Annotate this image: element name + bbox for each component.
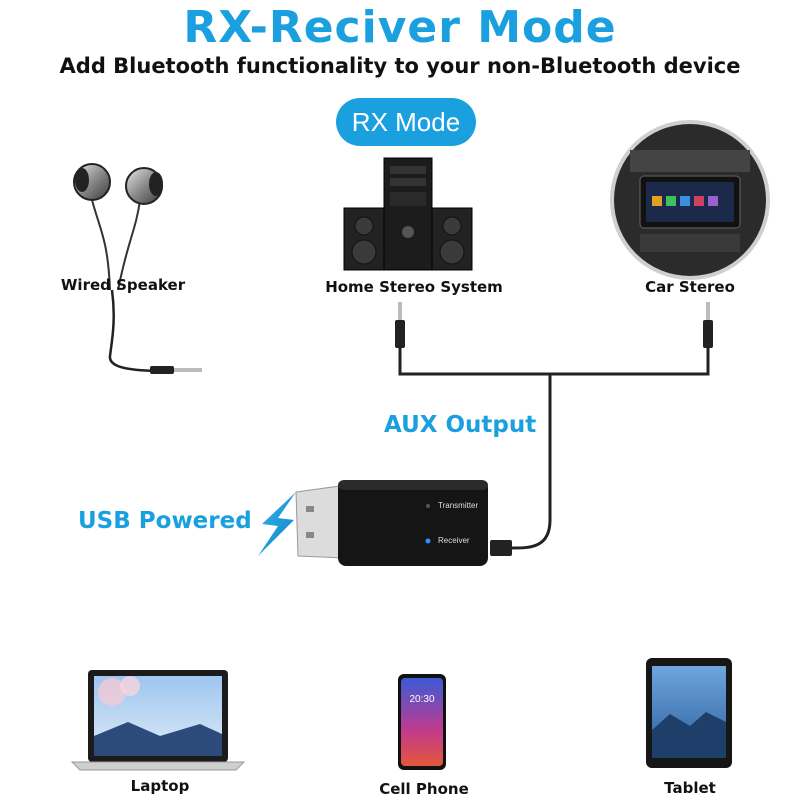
label-car-stereo: Car Stereo [645, 278, 735, 296]
car-stereo-icon [610, 120, 770, 280]
phone-icon [398, 674, 446, 770]
tablet-icon [646, 658, 732, 768]
label-home-stereo: Home Stereo System [325, 278, 503, 296]
label-wired-speaker: Wired Speaker [60, 276, 186, 294]
label-tablet: Tablet [664, 779, 716, 797]
mode-badge: RX Mode [336, 98, 476, 146]
lightning-icon [258, 492, 296, 556]
label-cell-phone: Cell Phone [379, 780, 469, 798]
aux-output-label: AUX Output [384, 412, 537, 438]
page-subtitle: Add Bluetooth functionality to your non-… [59, 54, 741, 78]
page-title: RX-Reciver Mode [183, 2, 617, 53]
usb-powered-label: USB Powered [78, 508, 252, 534]
earphones-icon [73, 163, 202, 374]
phone-clock: 20:30 [409, 694, 435, 705]
laptop-icon [70, 670, 246, 771]
transmitter-label: Transmitter [438, 501, 479, 510]
label-laptop: Laptop [130, 777, 190, 795]
receiver-label: Receiver [438, 536, 470, 545]
aux-cable [395, 302, 713, 556]
usb-adapter [295, 480, 488, 566]
stereo-system-icon [343, 157, 473, 271]
